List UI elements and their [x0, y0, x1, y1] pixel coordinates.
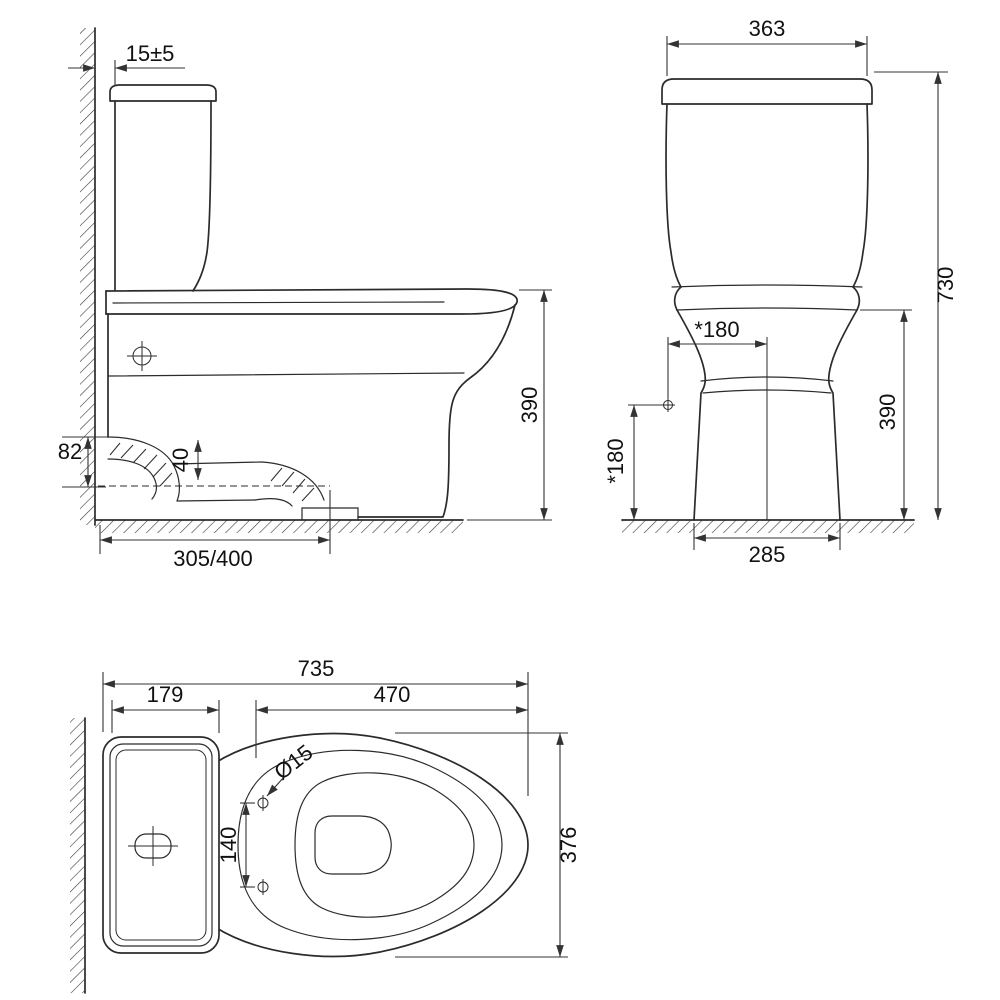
front-tank-joint	[671, 284, 863, 288]
top-seat-holes	[257, 795, 269, 895]
side-tank-front	[192, 100, 212, 292]
dim-side-rim-height: 390	[517, 387, 542, 424]
dim-side-outlet-height: 82	[58, 439, 82, 464]
dim-top-seat-length: 470	[374, 682, 411, 707]
front-rim-line	[676, 307, 858, 311]
trap-inner-bend	[107, 458, 158, 500]
dim-side-rough-in: 305/400	[173, 546, 253, 571]
front-dimensions: 363 730 390 *180 *180 285	[603, 16, 958, 567]
side-seat-line	[112, 301, 445, 304]
side-body-contour	[108, 372, 465, 377]
top-tank-inner	[109, 743, 213, 947]
trap-pipe-bottom	[176, 499, 256, 502]
side-rim-profile	[105, 288, 518, 315]
front-tank-lid	[661, 78, 873, 105]
dim-top-bowl-width: 376	[556, 827, 581, 864]
dim-front-base-width: 285	[749, 542, 786, 567]
trap-pipe-top	[173, 461, 263, 465]
leader-line	[266, 776, 285, 797]
dim-front-supply-offset-v: *180	[603, 438, 628, 483]
side-wall-hatch	[80, 28, 95, 525]
dim-top-overall-length: 735	[298, 656, 335, 681]
top-tank-outer	[102, 736, 220, 954]
front-supply-hole	[661, 398, 675, 412]
front-shoulder-right	[852, 286, 861, 311]
trap-outer-bend	[107, 436, 180, 502]
front-tank-left	[665, 103, 682, 288]
front-shoulder-left	[673, 286, 682, 311]
dim-front-bowl-height: 390	[875, 394, 900, 431]
trap-elbow-inner	[254, 498, 293, 507]
dim-front-supply-offset-h: *180	[694, 317, 739, 342]
top-view: 735 179 470 140 Ø15 376	[70, 656, 581, 994]
side-dimensions: 15±5 390 82 40 305/400	[58, 41, 552, 571]
side-view: 15±5 390 82 40 305/400	[58, 27, 552, 571]
side-supply-crosshair	[127, 341, 157, 371]
top-trap-outline	[314, 815, 392, 875]
dim-top-tank-depth: 179	[147, 682, 184, 707]
front-pedestal-left	[676, 309, 707, 521]
dim-side-trap-width: 40	[168, 448, 193, 472]
dim-side-wall-gap: 15±5	[126, 41, 175, 66]
front-floor-hatch	[622, 520, 914, 533]
top-wall-hatch	[70, 718, 85, 993]
side-floor-hatch	[95, 520, 463, 533]
top-bowl-outer	[214, 732, 529, 958]
dim-front-tank-width: 363	[749, 16, 786, 41]
trap-elbow-outer	[261, 461, 325, 501]
front-tank-right	[852, 103, 869, 288]
dim-top-hole-spacing: 140	[216, 827, 241, 864]
top-seat-ring	[237, 749, 503, 941]
top-tank-lid-recess	[115, 749, 207, 941]
trap-hatching	[109, 442, 315, 502]
side-tank-lid	[109, 84, 217, 102]
side-trap	[98, 436, 359, 521]
front-pedestal-right	[827, 309, 858, 521]
front-view: 363 730 390 *180 *180 285	[603, 16, 958, 567]
top-flush-button	[128, 826, 178, 866]
dim-front-overall-height: 730	[933, 267, 958, 304]
top-bowl-opening	[294, 772, 475, 918]
side-bowl-front-profile	[357, 304, 516, 518]
